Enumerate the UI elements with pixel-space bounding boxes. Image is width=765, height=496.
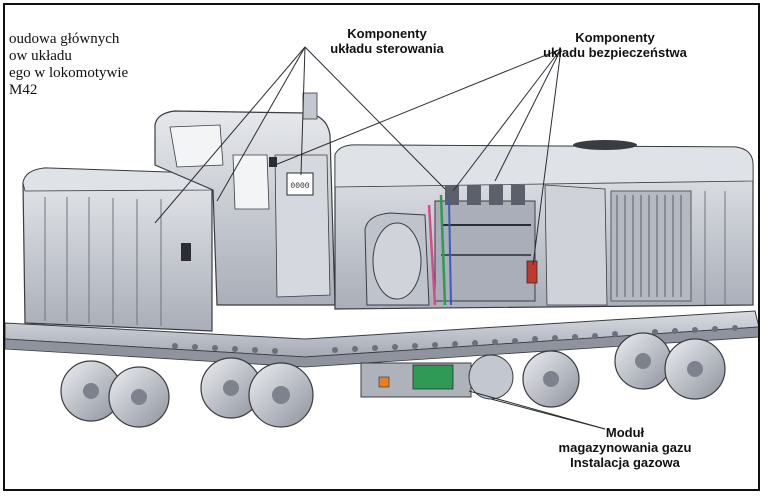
cab-display	[286, 172, 314, 196]
label-control-components: Komponenty układu sterowania	[330, 26, 444, 56]
diagram-title: oudowa głównych ow układu ego w lokomoty…	[9, 31, 129, 98]
front-lamp	[181, 243, 191, 261]
frame-holes	[172, 325, 738, 354]
driver-cab: 0000	[154, 92, 336, 306]
open-access-door	[544, 184, 608, 306]
diagram-frame: oudowa głównych ow układu ego w lokomoty…	[3, 3, 760, 491]
cab-exhaust	[302, 92, 318, 120]
radiator-grille	[610, 190, 692, 302]
safety-valve	[526, 260, 538, 284]
generator	[372, 222, 422, 300]
gas-line-green	[439, 194, 447, 306]
cab-display-readout: 0000	[290, 182, 309, 191]
chassis-frame	[5, 310, 758, 368]
gas-line-pink	[427, 204, 437, 306]
control-cable-blue	[448, 198, 452, 306]
label-gas-storage-module: Moduł magazynowania gazu Instalacja gazo…	[558, 425, 692, 470]
leader-lines	[154, 46, 606, 430]
engine-block	[434, 200, 536, 302]
gas-storage-module	[360, 354, 514, 400]
roof-fan	[573, 140, 637, 150]
engine-assembly	[364, 185, 538, 306]
rear-bogie	[522, 332, 726, 408]
locomotive-illustration: 0000	[5, 46, 758, 430]
front-bogie	[60, 357, 314, 428]
front-hood	[22, 167, 213, 332]
label-safety-components: Komponenty układu bezpieczeństwa	[543, 30, 687, 60]
